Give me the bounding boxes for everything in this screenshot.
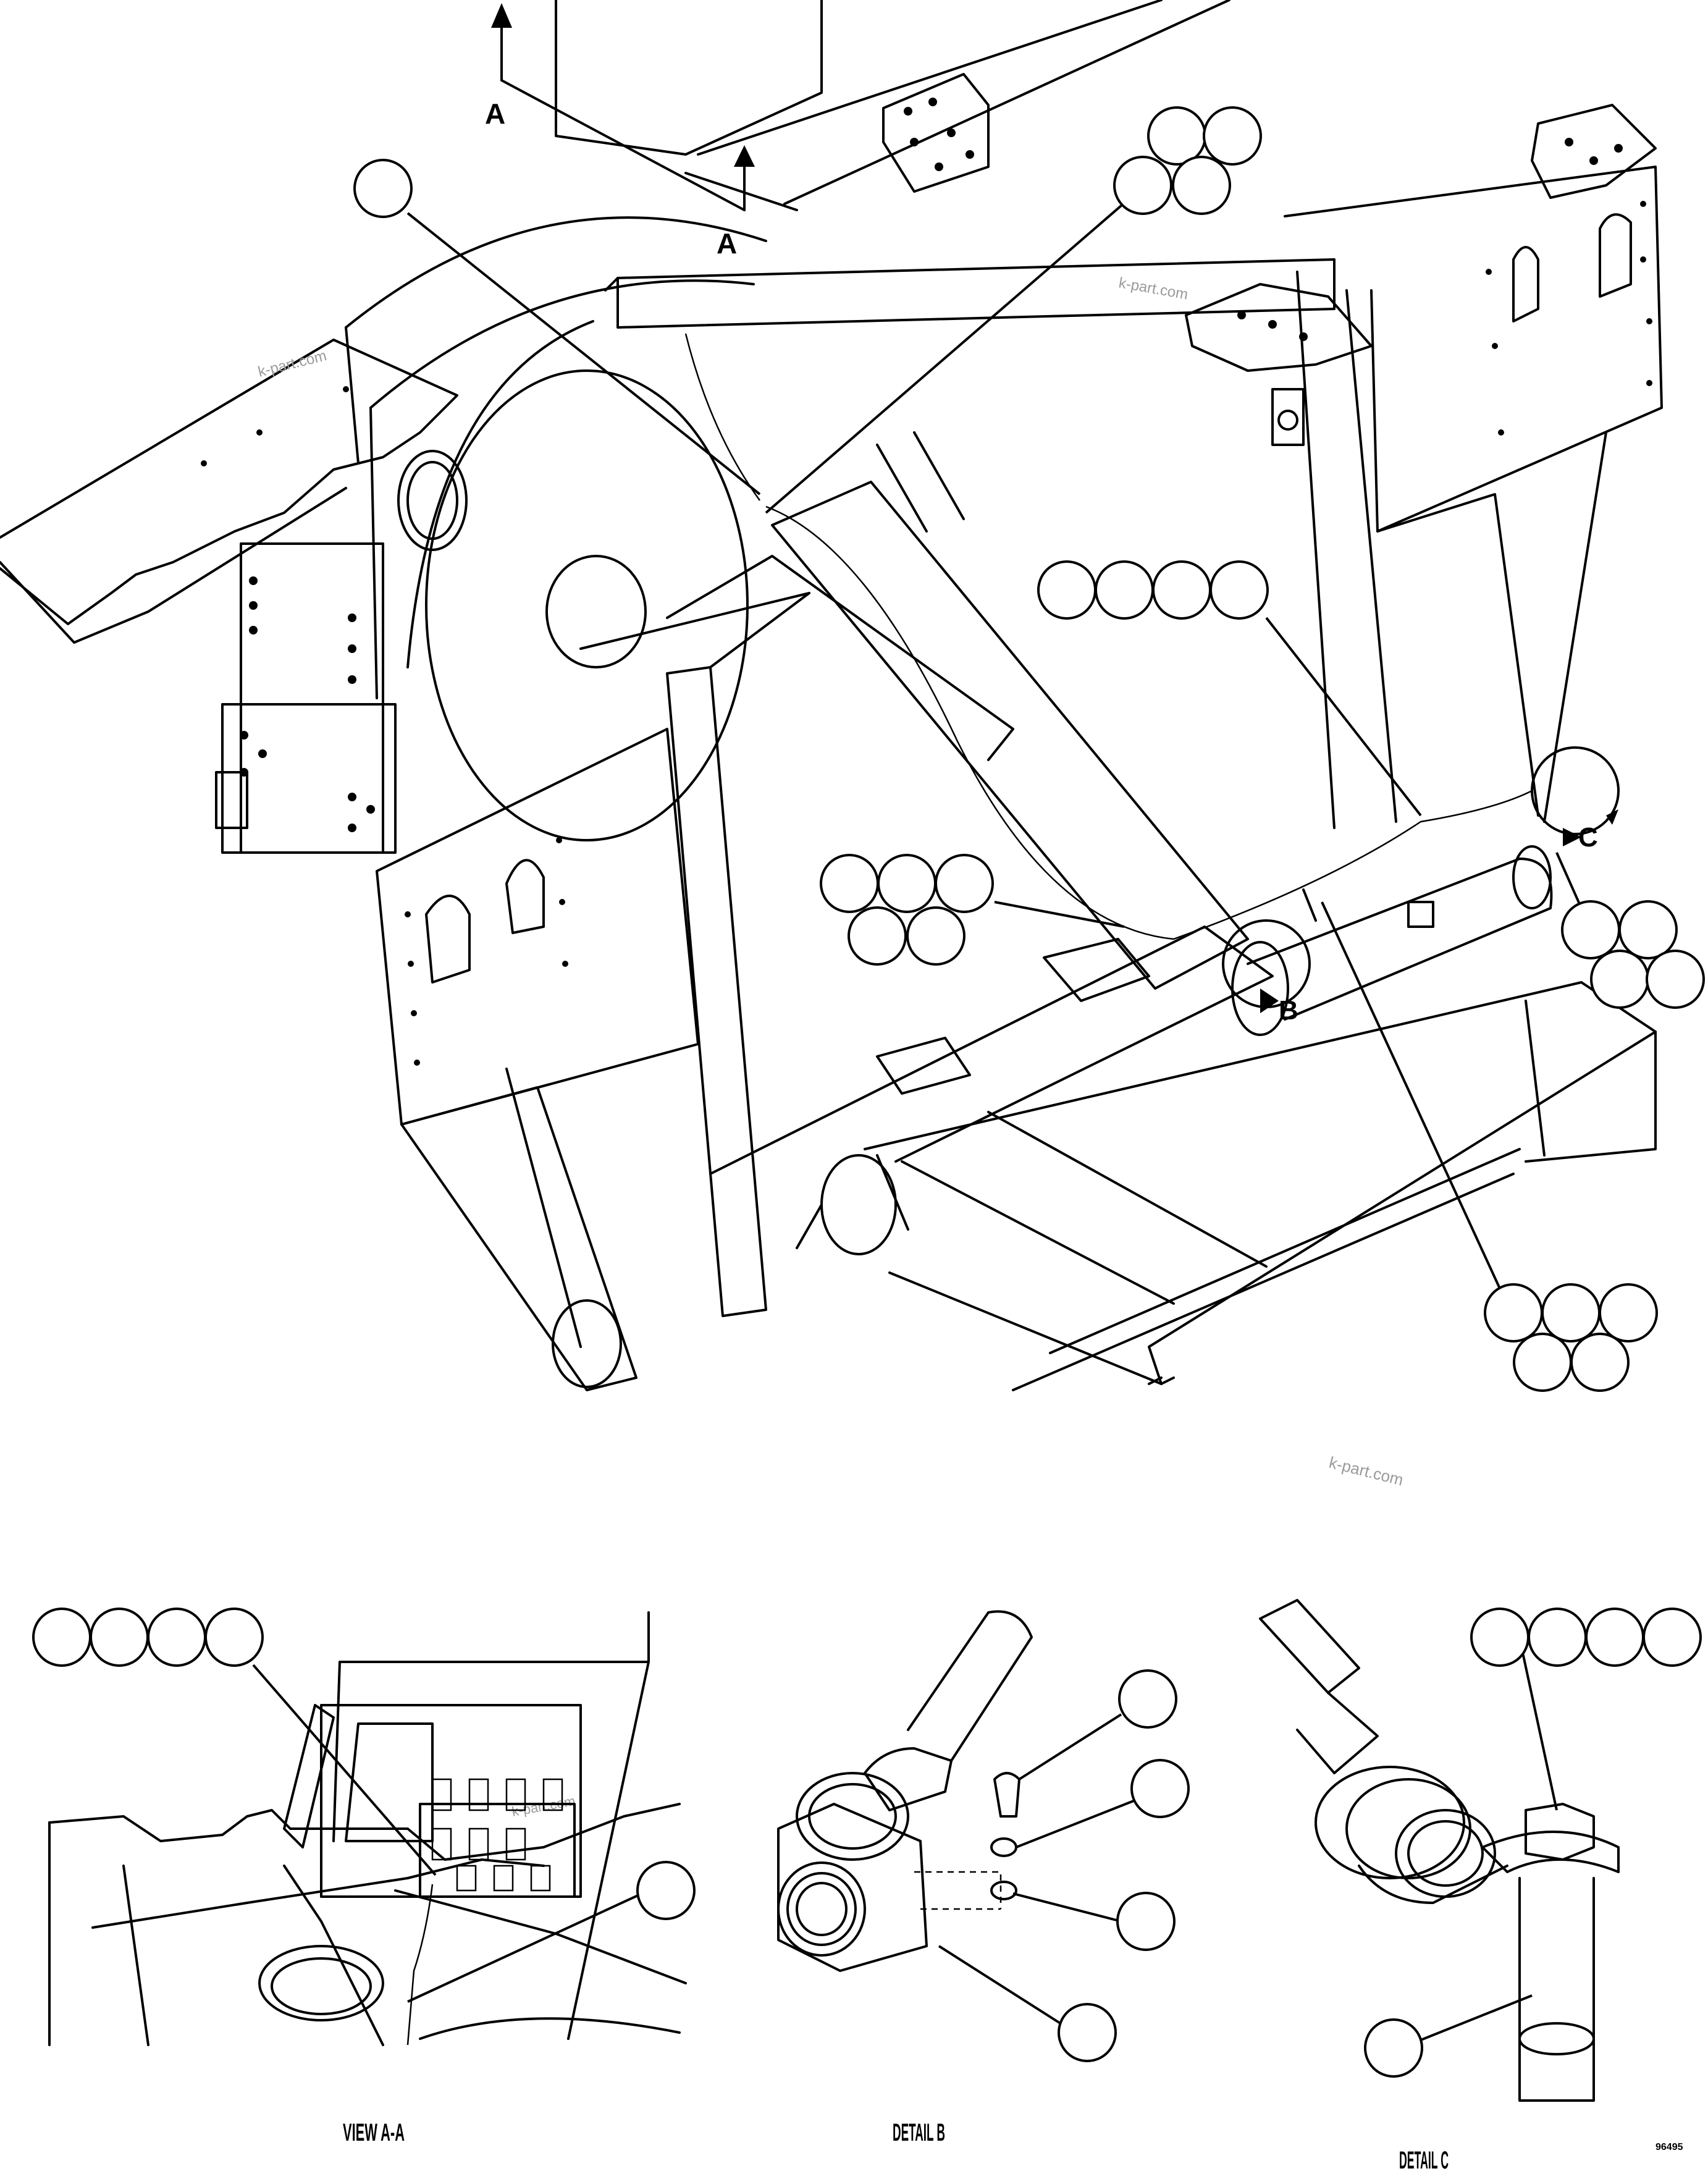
wire-harness: [765, 505, 1533, 940]
watermark: k-part.com: [256, 347, 329, 381]
section-arrow-a: A A: [485, 3, 755, 259]
left-frame-block: [240, 542, 384, 854]
section-label-a: A: [485, 98, 505, 130]
detail-c-caption: DETAIL C: [1399, 2147, 1449, 2174]
lockwasher: [990, 1881, 1017, 1900]
bottom-rail-left: [709, 925, 1274, 1175]
cable: [1259, 1599, 1360, 1694]
shaft: [1518, 1877, 1595, 2102]
connector: [796, 1772, 909, 1861]
detail-b: DETAIL B: [777, 1610, 1190, 2146]
detail-c: DETAIL C: [1259, 1599, 1702, 2174]
watermark: k-part.com: [1117, 274, 1189, 303]
drawing-number: 96495: [1655, 2142, 1683, 2152]
section-label-a-2: A: [717, 227, 737, 259]
cab-housing: [555, 0, 823, 156]
screw: [993, 1772, 1020, 1818]
swing-bearing: [425, 369, 749, 841]
washer: [990, 1837, 1017, 1857]
right-mount-plate-2: [1531, 104, 1657, 199]
bolt-head: [1525, 1803, 1595, 1861]
axle-housing-right: [1247, 858, 1553, 1021]
upper-mount-plate: [882, 73, 990, 193]
clamp: [1481, 1831, 1620, 1873]
right-mount-plate-1: [1185, 283, 1373, 372]
bottom-rail-right: [864, 981, 1657, 1385]
view-a-a-caption: VIEW A-A: [343, 2119, 405, 2146]
balloon-group-center-left: [820, 854, 994, 966]
balloon-group-top-center: [1113, 106, 1262, 215]
watermark: k-part.com: [1327, 1453, 1405, 1490]
detail-c-label: C: [1578, 822, 1598, 853]
detail-b-caption: DETAIL B: [893, 2119, 945, 2146]
cable: [907, 1610, 1033, 1762]
main-view: A A: [0, 0, 1705, 1392]
center-column: [666, 666, 767, 1317]
view-a-a: VIEW A-A: [32, 1608, 696, 2146]
left-vertical-panel: [376, 728, 699, 1126]
detail-c-circle: [1531, 746, 1620, 835]
balloon-group-single-top-left: [353, 159, 413, 218]
top-cross-beam: [604, 258, 1336, 329]
connector: [1315, 1766, 1465, 1879]
diagonal-beam: [771, 481, 1249, 990]
balloon-group-row-right: [1037, 560, 1269, 620]
main-arch: [345, 216, 767, 668]
left-platform: [0, 339, 458, 625]
balloon-group-right: [1561, 900, 1705, 1009]
detail-b-label: B: [1279, 995, 1298, 1026]
upper-boom: [684, 0, 1231, 211]
balloon-group-bottom-right: [1484, 1283, 1658, 1392]
right-side-plate: [1284, 166, 1663, 533]
connector-panel: [332, 1611, 650, 2040]
